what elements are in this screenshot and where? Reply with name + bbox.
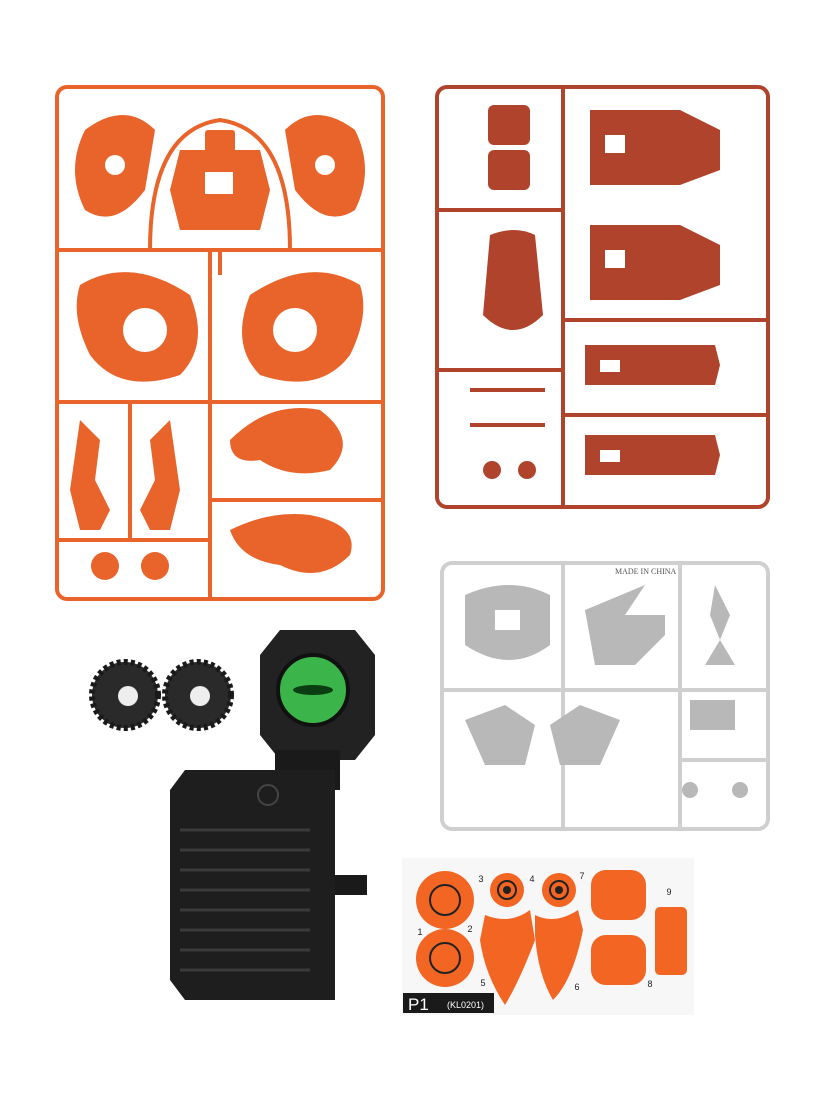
- sticker-6: [535, 910, 583, 1000]
- round-part-2: [141, 552, 169, 580]
- sticker-8: [591, 935, 646, 985]
- orange-runner: [55, 85, 385, 601]
- gray-runner: [440, 561, 770, 831]
- sticker-7: [591, 870, 646, 920]
- leg-armor-2: [590, 225, 720, 300]
- back-part: [483, 230, 543, 330]
- leg-armor-1: [590, 110, 720, 185]
- plate-1: [585, 345, 720, 385]
- fin-part: [585, 585, 665, 665]
- round-part-1: [91, 552, 119, 580]
- small-part: [690, 700, 735, 730]
- sticker-sheet: 1 2 3 4 5 6 7 8 9 P1 (KL0201): [402, 858, 694, 1015]
- sticker-number-9: 9: [666, 887, 671, 897]
- arm-part-lower: [230, 514, 352, 573]
- hand-part-left: [465, 705, 535, 765]
- sticker-number-1: 1: [417, 927, 422, 937]
- sticker-9: [655, 907, 687, 975]
- motor-shaft: [335, 875, 367, 895]
- tail-part: [705, 585, 735, 665]
- sticker-2: [416, 929, 474, 987]
- sticker-number-2: 2: [467, 924, 472, 934]
- sticker-number-6: 6: [574, 982, 579, 992]
- sticker-1: [416, 871, 474, 929]
- plate-2: [585, 435, 720, 475]
- motor-unit: [170, 630, 375, 1000]
- sheet-code: (KL0201): [447, 1000, 484, 1010]
- leg-part-right: [140, 420, 180, 530]
- made-in-china-imprint: MADE IN CHINA: [615, 567, 677, 576]
- foot-part-1: [488, 105, 530, 145]
- sheet-label-box: [403, 993, 494, 1013]
- sticker-number-4: 4: [529, 874, 534, 884]
- sticker-5: [480, 910, 535, 1005]
- foot-part-2: [488, 150, 530, 190]
- leg-part-left: [70, 420, 110, 530]
- rust-parts: [483, 105, 720, 479]
- sheet-label: P1: [408, 995, 429, 1014]
- gear-1: [89, 659, 161, 731]
- sticker-number-5: 5: [480, 978, 485, 988]
- arm-part-upper: [230, 408, 343, 474]
- sticker-number-8: 8: [647, 979, 652, 989]
- hand-part-right: [550, 705, 620, 765]
- rust-runner: [435, 85, 770, 509]
- gear-2: [162, 659, 234, 731]
- orange-parts: [70, 115, 365, 580]
- sticker-number-3: 3: [478, 874, 483, 884]
- sticker-number-7: 7: [579, 871, 584, 881]
